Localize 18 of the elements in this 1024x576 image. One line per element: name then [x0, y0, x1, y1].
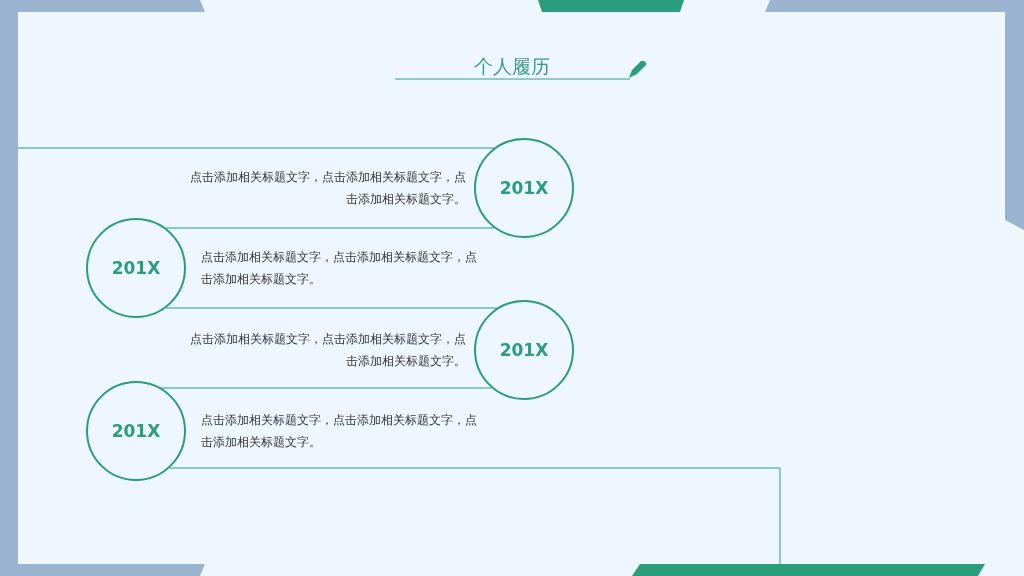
- connector-line: [165, 307, 498, 309]
- connector-line: [165, 227, 495, 229]
- description-text: 点击添加相关标题文字，点击添加相关标题文字，点击添加相关标题文字。: [189, 331, 466, 370]
- connector-line: [17, 147, 495, 149]
- year-circle: [474, 300, 574, 400]
- year-label: 201X: [111, 421, 161, 441]
- year-label: 201X: [499, 178, 549, 198]
- connector-line: [161, 387, 492, 389]
- slide-title: 个人履历: [474, 54, 550, 79]
- description-text: 点击添加相关标题文字，点击添加相关标题文字，点击添加相关标题文字。: [201, 249, 478, 288]
- year-label: 201X: [111, 258, 161, 278]
- description-text: 点击添加相关标题文字，点击添加相关标题文字，点击添加相关标题文字。: [201, 412, 478, 451]
- year-label: 201X: [499, 340, 549, 360]
- connector-line: [169, 467, 781, 565]
- year-circle: [86, 218, 186, 318]
- year-circle: [86, 381, 186, 481]
- year-circle: [474, 138, 574, 238]
- description-text: 点击添加相关标题文字，点击添加相关标题文字，点击添加相关标题文字。: [189, 169, 466, 208]
